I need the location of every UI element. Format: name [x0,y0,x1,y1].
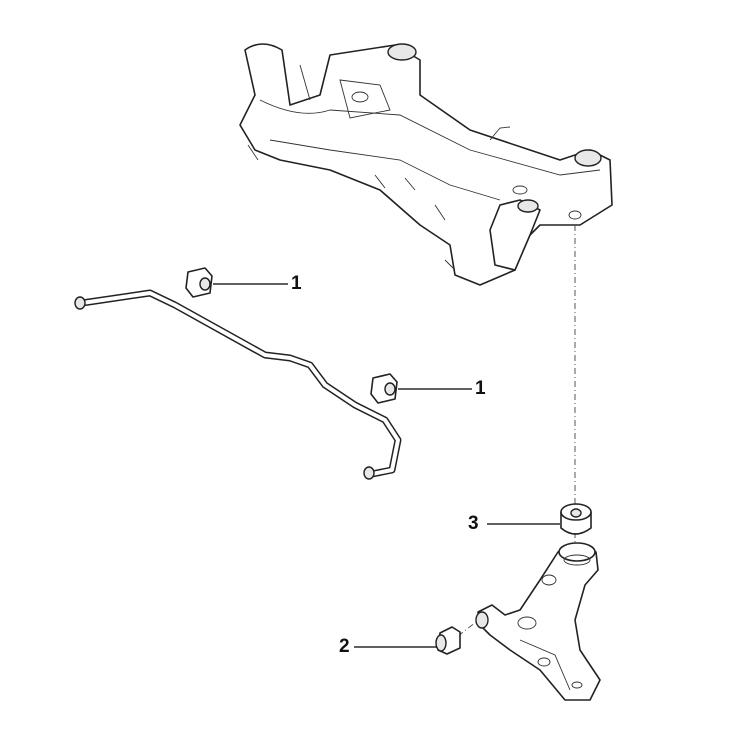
callout-label-2: 2 [339,636,350,657]
stabilizer-bushing-upper [185,267,213,298]
control-arm-rear-bushing [560,503,592,535]
control-arm-front-bushing [435,626,461,655]
front-subframe [239,43,613,286]
callout-label-1: 1 [475,378,486,399]
lower-control-arm [475,542,601,701]
callout-label-3: 3 [468,513,479,534]
callout-label-1: 1 [291,273,302,294]
alignment-line [457,621,477,637]
stabilizer-bushing-lower [370,373,398,404]
stabilizer-bar [74,289,402,480]
